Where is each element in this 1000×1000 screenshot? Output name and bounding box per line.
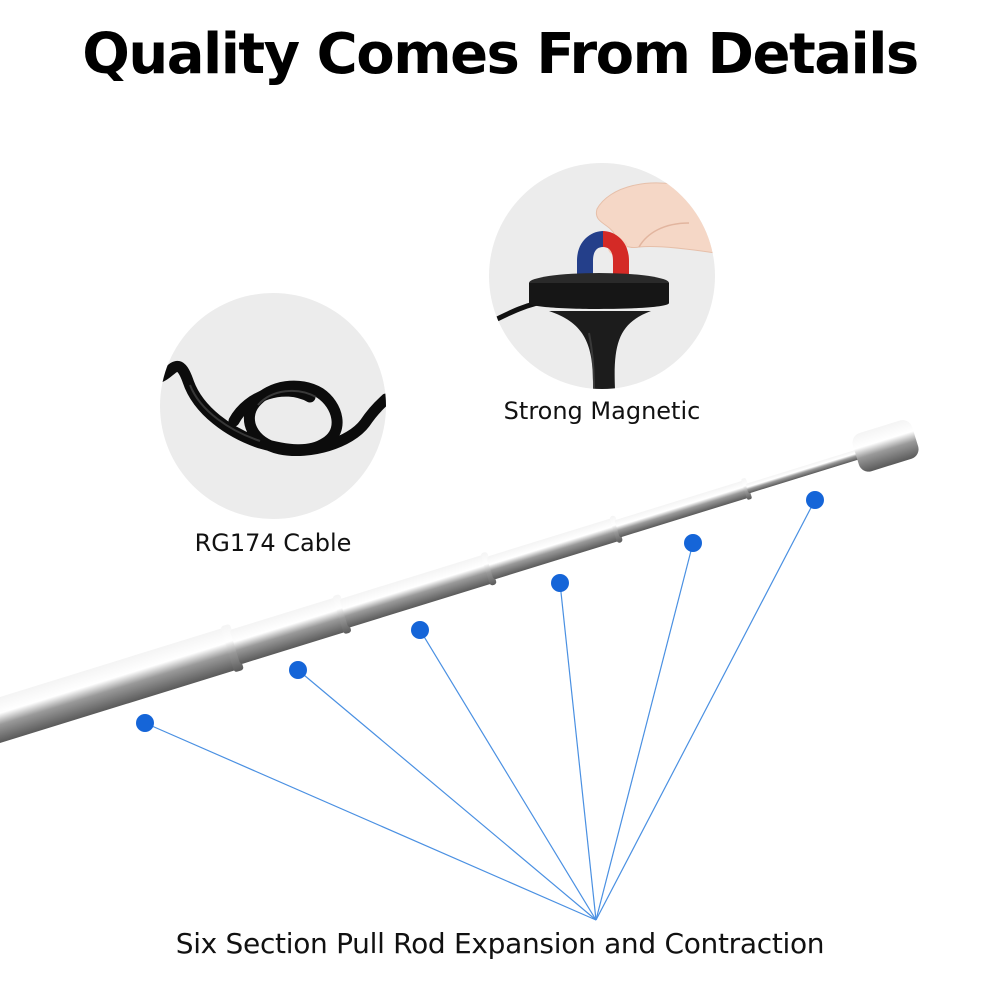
leader-lines [144,499,816,921]
page-title: Quality Comes From Details [82,22,919,87]
section-marker [136,714,154,732]
rod-sections [0,420,919,746]
cable-caption: RG174 Cable [194,529,352,557]
magnet-caption: Strong Magnetic [503,397,701,425]
section-marker [411,621,429,639]
section-marker [289,661,307,679]
rod-caption: Six Section Pull Rod Expansion and Contr… [175,927,825,960]
rod-tip [852,420,919,472]
section-marker [684,534,702,552]
section-marker [806,491,824,509]
magnet-base-image [489,182,715,389]
cable-detail-photo [160,293,386,519]
section-marker [551,574,569,592]
cable-coil-image [160,360,386,457]
magnet-detail-photo [489,163,715,389]
